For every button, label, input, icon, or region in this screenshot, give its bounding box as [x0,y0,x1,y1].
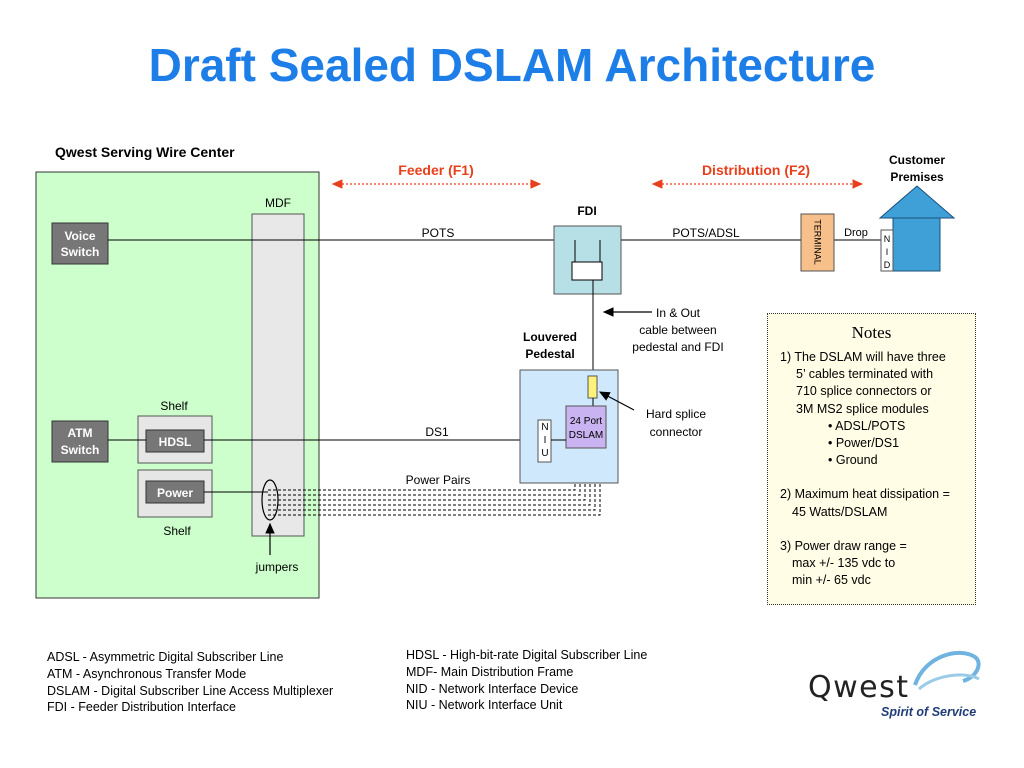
legend-right: HDSL - High-bit-rate Digital Subscriber … [406,647,647,714]
hard-splice-label-2: connector [650,425,703,439]
power-label: Power [157,486,193,500]
page-title: Draft Sealed DSLAM Architecture [148,39,876,91]
atm-switch-label-1: ATM [67,426,92,440]
niu-box [537,419,552,463]
jumper-loop [261,479,279,521]
wire-center-label: Qwest Serving Wire Center [55,144,235,160]
qwest-swoosh-icon [913,650,981,691]
logo-tagline: Spirit of Service [881,705,977,719]
mdf-label: MDF [265,196,291,210]
hdsl-label: HDSL [159,435,192,449]
pots-adsl-label: POTS/ADSL [672,226,740,240]
atm-switch-label-2: Switch [61,443,100,457]
architecture-diagram: Qwest Serving Wire Center Feeder (F1) Di… [35,144,956,599]
feeder-label: Feeder (F1) [398,162,473,178]
voice-switch-label-1: Voice [64,229,95,243]
mdf-frame [251,213,305,537]
pedestal-label-1: Louvered [523,330,577,344]
pots-label: POTS [422,226,455,240]
hard-splice-arrow [598,391,635,411]
qwest-logo: Qwest [808,670,910,705]
power-pairs-label: Power Pairs [406,473,471,487]
voice-switch [51,222,109,265]
note-1-line-1: 1) The DSLAM will have three [780,350,946,364]
legend-item-niu: NIU - Network Interface Unit [406,698,563,713]
terminal-box [800,213,835,272]
voice-switch-label-2: Switch [61,245,100,259]
customer-label-line2: Premises [890,170,944,184]
notes-title: Notes [851,323,892,342]
distribution-label: Distribution (F2) [702,162,810,178]
fdi-splice-block [571,261,603,281]
legend-item-adsl: ADSL - Asymmetric Digital Subscriber Lin… [47,650,284,664]
note-3: 3) Power draw range = max +/- 135 vdc to… [768,538,975,590]
niu-letter-n: N [541,422,548,433]
note-3-line-1: 3) Power draw range = [780,538,907,553]
hard-splice-connector [587,375,598,399]
legend-left: ADSL - Asymmetric Digital Subscriber Lin… [47,649,333,716]
legend-item-dslam: DSLAM - Digital Subscriber Line Access M… [47,683,334,698]
legend-item-atm: ATM - Asynchronous Transfer Mode [47,666,247,681]
drop-label: Drop [844,227,868,239]
legend-item-nid: NID - Network Interface Device [406,681,579,696]
nid-letter-n: N [884,234,891,244]
niu-letter-i: I [544,435,547,446]
note-1-line-4: 3M MS2 splice modules [796,401,929,416]
legend-item-hdsl: HDSL - High-bit-rate Digital Subscriber … [406,648,648,662]
note-3-line-3: min +/- 65 vdc [792,573,871,588]
nid-letter-d: D [884,260,891,270]
ds1-label: DS1 [425,425,449,439]
note-1-bullet-3: • Ground [828,453,878,468]
legend-item-mdf: MDF- Main Distribution Frame [406,664,574,679]
note-2: 2) Maximum heat dissipation = 45 Watts/D… [768,486,975,520]
fdi-label: FDI [577,204,596,218]
note-1-line-2: 5’ cables terminated with [796,367,934,382]
note-1-bullet-2: • Power/DS1 [828,436,900,451]
shelf-label-bottom: Shelf [163,524,191,538]
notes-box: Notes 1) The DSLAM will have three 5’ ca… [767,313,976,605]
customer-label-line1: Customer [889,153,945,167]
in-out-label-3: pedestal and FDI [632,340,723,354]
terminal-label: TERMINAL [813,219,823,265]
note-2-line-2: 45 Watts/DSLAM [792,504,888,519]
in-out-label-1: In & Out [656,306,701,320]
fdi-internal-wiring [574,240,601,262]
note-2-line-1: 2) Maximum heat dissipation = [780,487,950,502]
nid-box [880,229,894,272]
jumpers-label: jumpers [255,560,299,574]
niu-letter-u: U [541,448,548,459]
atm-switch [51,420,109,463]
hdsl-card [145,429,205,453]
in-out-label-2: cable between [639,323,716,337]
dslam-unit [565,405,607,449]
dslam-label-1: 24 Port [570,416,602,427]
fdi-cabinet [553,225,622,295]
hard-splice-label-1: Hard splice [646,407,706,421]
shelf-label-top: Shelf [160,399,188,413]
nid-letter-i: I [886,247,889,257]
customer-house-icon [878,185,956,272]
note-3-line-2: max +/- 135 vdc to [792,556,896,571]
dslam-label-2: DSLAM [569,430,603,441]
legend-item-fdi: FDI - Feeder Distribution Interface [47,700,236,715]
note-1: 1) The DSLAM will have three 5’ cables t… [768,349,975,469]
pedestal-label-2: Pedestal [525,347,574,361]
note-1-line-3: 710 splice connectors or [796,384,932,399]
note-1-bullet-1: • ADSL/POTS [828,418,906,433]
